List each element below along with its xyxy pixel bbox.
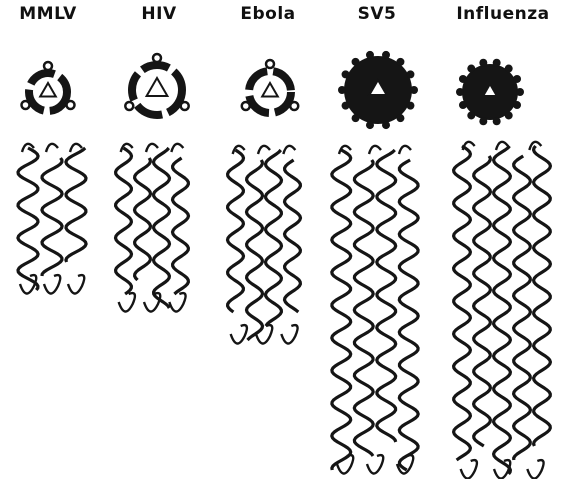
loop-ribbon xyxy=(283,146,295,154)
loop-ribbon xyxy=(369,146,381,154)
sv5-top-view xyxy=(338,51,418,129)
ebola-side-view xyxy=(228,146,301,344)
loop-ribbon xyxy=(169,293,185,311)
mmlv-side-view xyxy=(18,144,86,294)
loop-ribbon xyxy=(256,325,272,343)
helix-ribbon xyxy=(116,148,132,294)
helix-ribbon xyxy=(332,150,351,470)
helix-ribbon xyxy=(354,160,373,456)
helix-ribbon xyxy=(514,156,531,460)
helix-ribbon xyxy=(154,148,170,308)
helix-ribbon xyxy=(454,146,471,460)
influenza-top-view xyxy=(456,59,524,125)
sv5-side-view xyxy=(332,146,418,474)
loop-ribbon xyxy=(68,275,84,293)
helix-ribbon xyxy=(377,150,396,442)
helix-ribbon xyxy=(66,148,86,262)
helix-ribbon xyxy=(285,160,301,312)
influenza-side-view xyxy=(454,142,551,479)
loop-ribbon xyxy=(144,293,160,311)
helix-ribbon xyxy=(18,148,38,290)
helix-ribbon xyxy=(173,158,189,294)
helix-ribbon xyxy=(228,150,244,312)
loop-ribbon xyxy=(46,144,58,152)
ebola-top-view xyxy=(242,60,298,113)
loop-ribbon xyxy=(146,144,158,152)
helix-ribbon xyxy=(474,156,491,446)
loop-ribbon xyxy=(258,146,270,154)
hiv-top-view xyxy=(125,54,188,115)
hiv-side-view xyxy=(116,144,189,312)
loop-ribbon xyxy=(367,455,383,473)
loop-ribbon xyxy=(281,325,297,343)
helix-ribbon xyxy=(266,150,282,326)
loop-ribbon xyxy=(119,293,135,311)
helix-ribbon xyxy=(247,160,263,340)
helix-ribbon xyxy=(135,158,151,280)
loop-ribbon xyxy=(231,325,247,343)
loop-ribbon xyxy=(44,275,60,293)
helix-ribbon xyxy=(42,158,62,276)
helix-ribbon xyxy=(494,146,511,474)
helix-ribbon xyxy=(534,146,551,446)
loop-ribbon xyxy=(461,460,477,478)
mmlv-top-view xyxy=(21,62,74,111)
loop-ribbon xyxy=(399,146,411,154)
helix-ribbon xyxy=(399,160,418,470)
loop-ribbon xyxy=(171,144,183,152)
loop-ribbon xyxy=(527,460,543,478)
